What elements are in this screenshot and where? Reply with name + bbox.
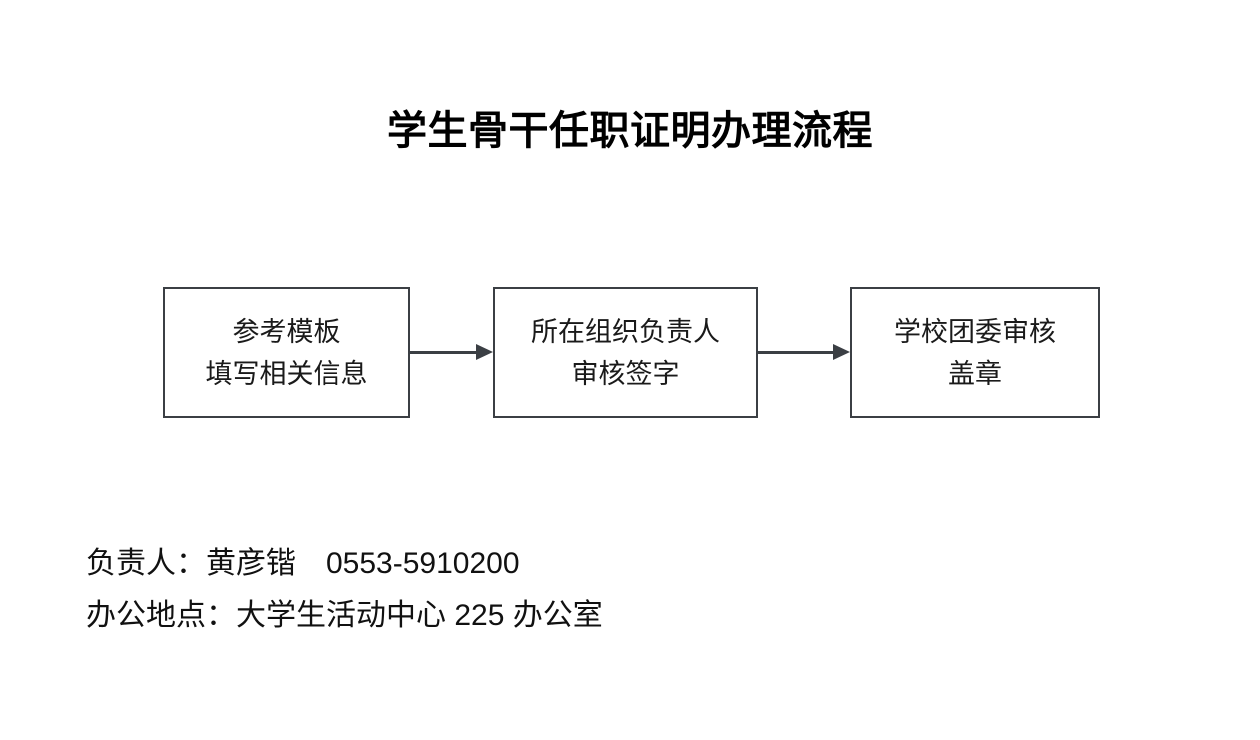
flow-node-1: 参考模板 填写相关信息: [163, 287, 410, 418]
footer-location-line: 办公地点：大学生活动中心 225 办公室: [86, 599, 603, 632]
flow-node-3-line2: 盖章: [948, 358, 1002, 389]
flow-node-3-line1: 学校团委审核: [894, 316, 1056, 347]
flow-node-2-line2: 审核签字: [571, 358, 680, 389]
flow-connector-2: [758, 343, 850, 363]
footer-contact-block: 负责人：黄彦锴 0553-5910200 办公地点：大学生活动中心 225 办公…: [86, 538, 1186, 642]
arrow-head-icon: [476, 344, 493, 360]
flow-node-2-text: 所在组织负责人 审核签字: [495, 311, 756, 395]
flow-connector-2-shaft: [758, 351, 835, 354]
arrow-head-icon: [833, 344, 850, 360]
flow-node-1-line1: 参考模板: [232, 316, 341, 347]
flow-node-1-text: 参考模板 填写相关信息: [165, 311, 408, 395]
flow-node-3-text: 学校团委审核 盖章: [852, 311, 1098, 395]
page-title: 学生骨干任职证明办理流程: [387, 109, 873, 153]
flow-node-2: 所在组织负责人 审核签字: [493, 287, 758, 418]
flow-node-2-line1: 所在组织负责人: [531, 316, 720, 347]
footer-contact-line: 负责人：黄彦锴 0553-5910200: [86, 547, 520, 580]
flow-connector-1-shaft: [410, 351, 478, 354]
flow-node-3: 学校团委审核 盖章: [850, 287, 1100, 418]
flow-node-1-line2: 填写相关信息: [205, 358, 368, 389]
flow-connector-1: [410, 343, 493, 363]
